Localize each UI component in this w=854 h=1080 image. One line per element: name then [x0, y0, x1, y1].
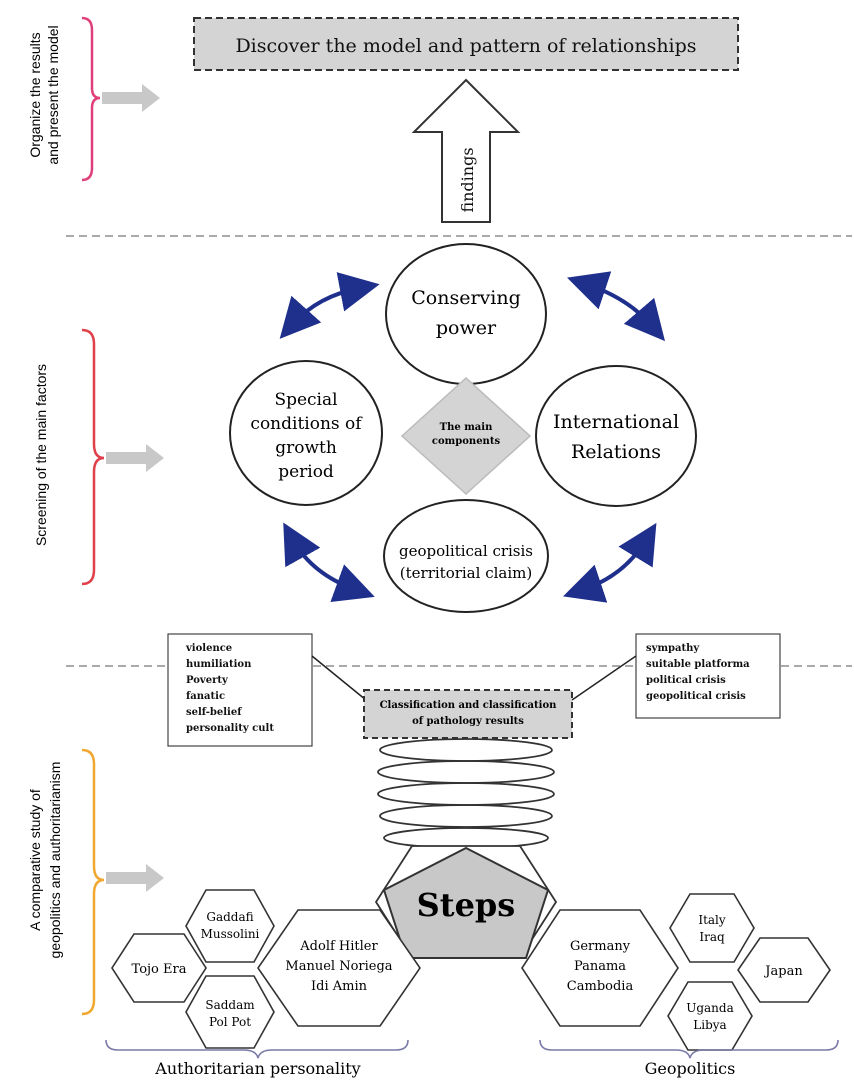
main-components-line1: The main [440, 422, 493, 433]
hex-saddam-line1: Saddam [205, 998, 255, 1012]
circle-conserving-power-line2: power [436, 317, 497, 339]
left-factor-item: Poverty [186, 675, 229, 686]
right-factor-item: suitable platforma [646, 659, 750, 670]
hex-hitler-line3: Idi Amin [311, 979, 368, 994]
right-factors-list: sympathy suitable platforma political cr… [646, 643, 750, 702]
findings-arrow [411, 78, 521, 223]
stage3-gray-arrow [106, 864, 164, 892]
left-factor-item: fanatic [186, 691, 225, 702]
discover-box [193, 17, 739, 71]
right-factor-item: sympathy [646, 643, 700, 654]
hex-germany-line2: Panama [574, 959, 626, 974]
hex-gaddafi-line1: Gaddafi [206, 910, 253, 924]
left-factors-box [167, 633, 313, 747]
circle-special-conditions-line4: period [278, 462, 334, 482]
circle-special-conditions-line3: growth [275, 438, 337, 458]
hex-uganda-line2: Libya [693, 1018, 726, 1032]
hex-saddam-polpot [185, 975, 275, 1049]
left-factor-item: humiliation [186, 659, 252, 670]
steps-label: Steps [417, 886, 516, 924]
circle-international-relations [535, 365, 697, 507]
hex-gaddafi-line2: Mussolini [201, 927, 260, 941]
blue-arrow-top-right [567, 271, 666, 342]
stage1-brace [81, 16, 101, 182]
steps-pentagon [382, 846, 550, 959]
classification-line2: of pathology results [412, 716, 524, 727]
circle-special-conditions [229, 360, 383, 506]
stage1-label-line1: Organize the results [27, 32, 43, 157]
left-factor-item: violence [185, 643, 232, 654]
right-factors-box [635, 633, 781, 719]
stage1-gray-arrow [102, 84, 160, 112]
circle-special-conditions-line1: Special [274, 390, 337, 410]
hex-tojo-era-line1: Tojo Era [132, 962, 187, 977]
right-factor-item: political crisis [646, 675, 726, 686]
main-components-diamond [400, 376, 532, 496]
classification-box [363, 689, 573, 739]
hex-hitler-line2: Manuel Noriega [285, 959, 392, 974]
findings-label: findings [458, 147, 477, 212]
stage3-label-line2: geopolitics and authoritarianism [47, 762, 63, 959]
circle-international-relations-line2: Relations [571, 441, 661, 463]
hex-uganda-line1: Uganda [686, 1001, 734, 1015]
footer-brace-left [105, 1039, 409, 1059]
right-factor-item: geopolitical crisis [646, 691, 746, 702]
stage2-gray-arrow [106, 444, 164, 472]
stage2-label: Screening of the main factors [33, 364, 49, 546]
blue-arrow-bottom-left [283, 522, 375, 602]
hex-germany-panama-cambodia [521, 909, 679, 1027]
left-connector [311, 655, 367, 701]
circle-conserving-power [385, 243, 547, 385]
hex-uganda-libya [667, 981, 753, 1051]
hex-japan [737, 937, 831, 1003]
circle-special-conditions-line2: conditions of [250, 414, 363, 434]
circle-geopolitical-crisis-line2: (territorial claim) [400, 564, 532, 582]
hex-saddam-line2: Pol Pot [209, 1015, 251, 1029]
hex-gaddafi-mussolini [185, 889, 275, 963]
hex-hitler-line1: Adolf Hitler [299, 939, 378, 954]
stage1-label-line2: and present the model [45, 25, 61, 164]
discover-title: Discover the model and pattern of relati… [235, 35, 696, 57]
stage3-label: A comparative study of geopolitics and a… [27, 762, 63, 959]
blue-arrow-top-left [279, 272, 380, 339]
stage3-label-line1: A comparative study of [27, 789, 43, 931]
circle-conserving-power-line1: Conserving [411, 287, 521, 309]
hex-italy-line2: Iraq [699, 930, 725, 944]
footer-right-label: Geopolitics [645, 1059, 736, 1078]
hex-tojo-era [111, 933, 207, 1003]
circle-geopolitical-crisis [383, 499, 549, 613]
footer-left-label: Authoritarian personality [154, 1059, 360, 1078]
hex-germany-line3: Cambodia [567, 979, 634, 994]
hex-italy-line1: Italy [698, 913, 726, 927]
left-factor-item: personality cult [186, 723, 274, 734]
circle-geopolitical-crisis-line1: geopolitical crisis [399, 542, 533, 560]
stage1-label: Organize the results and present the mod… [27, 25, 61, 164]
circle-international-relations-line1: International [553, 411, 679, 433]
stage3-brace [81, 748, 105, 1016]
main-components-line2: components [432, 436, 501, 447]
stage2-brace [81, 328, 105, 586]
right-connector [571, 655, 637, 701]
hex-italy-iraq [669, 893, 755, 963]
hex-germany-line1: Germany [570, 939, 631, 954]
footer-brace-right [539, 1039, 839, 1059]
left-factor-item: self-belief [186, 707, 242, 718]
blue-arrow-bottom-right [563, 522, 657, 603]
hex-japan-line1: Japan [763, 964, 803, 979]
hex-hitler-noriega-amin [257, 909, 421, 1027]
spring-coil [377, 738, 555, 849]
left-factors-list: violence humiliation Poverty fanatic sel… [185, 643, 274, 734]
classification-line1: Classification and classification [380, 700, 558, 711]
